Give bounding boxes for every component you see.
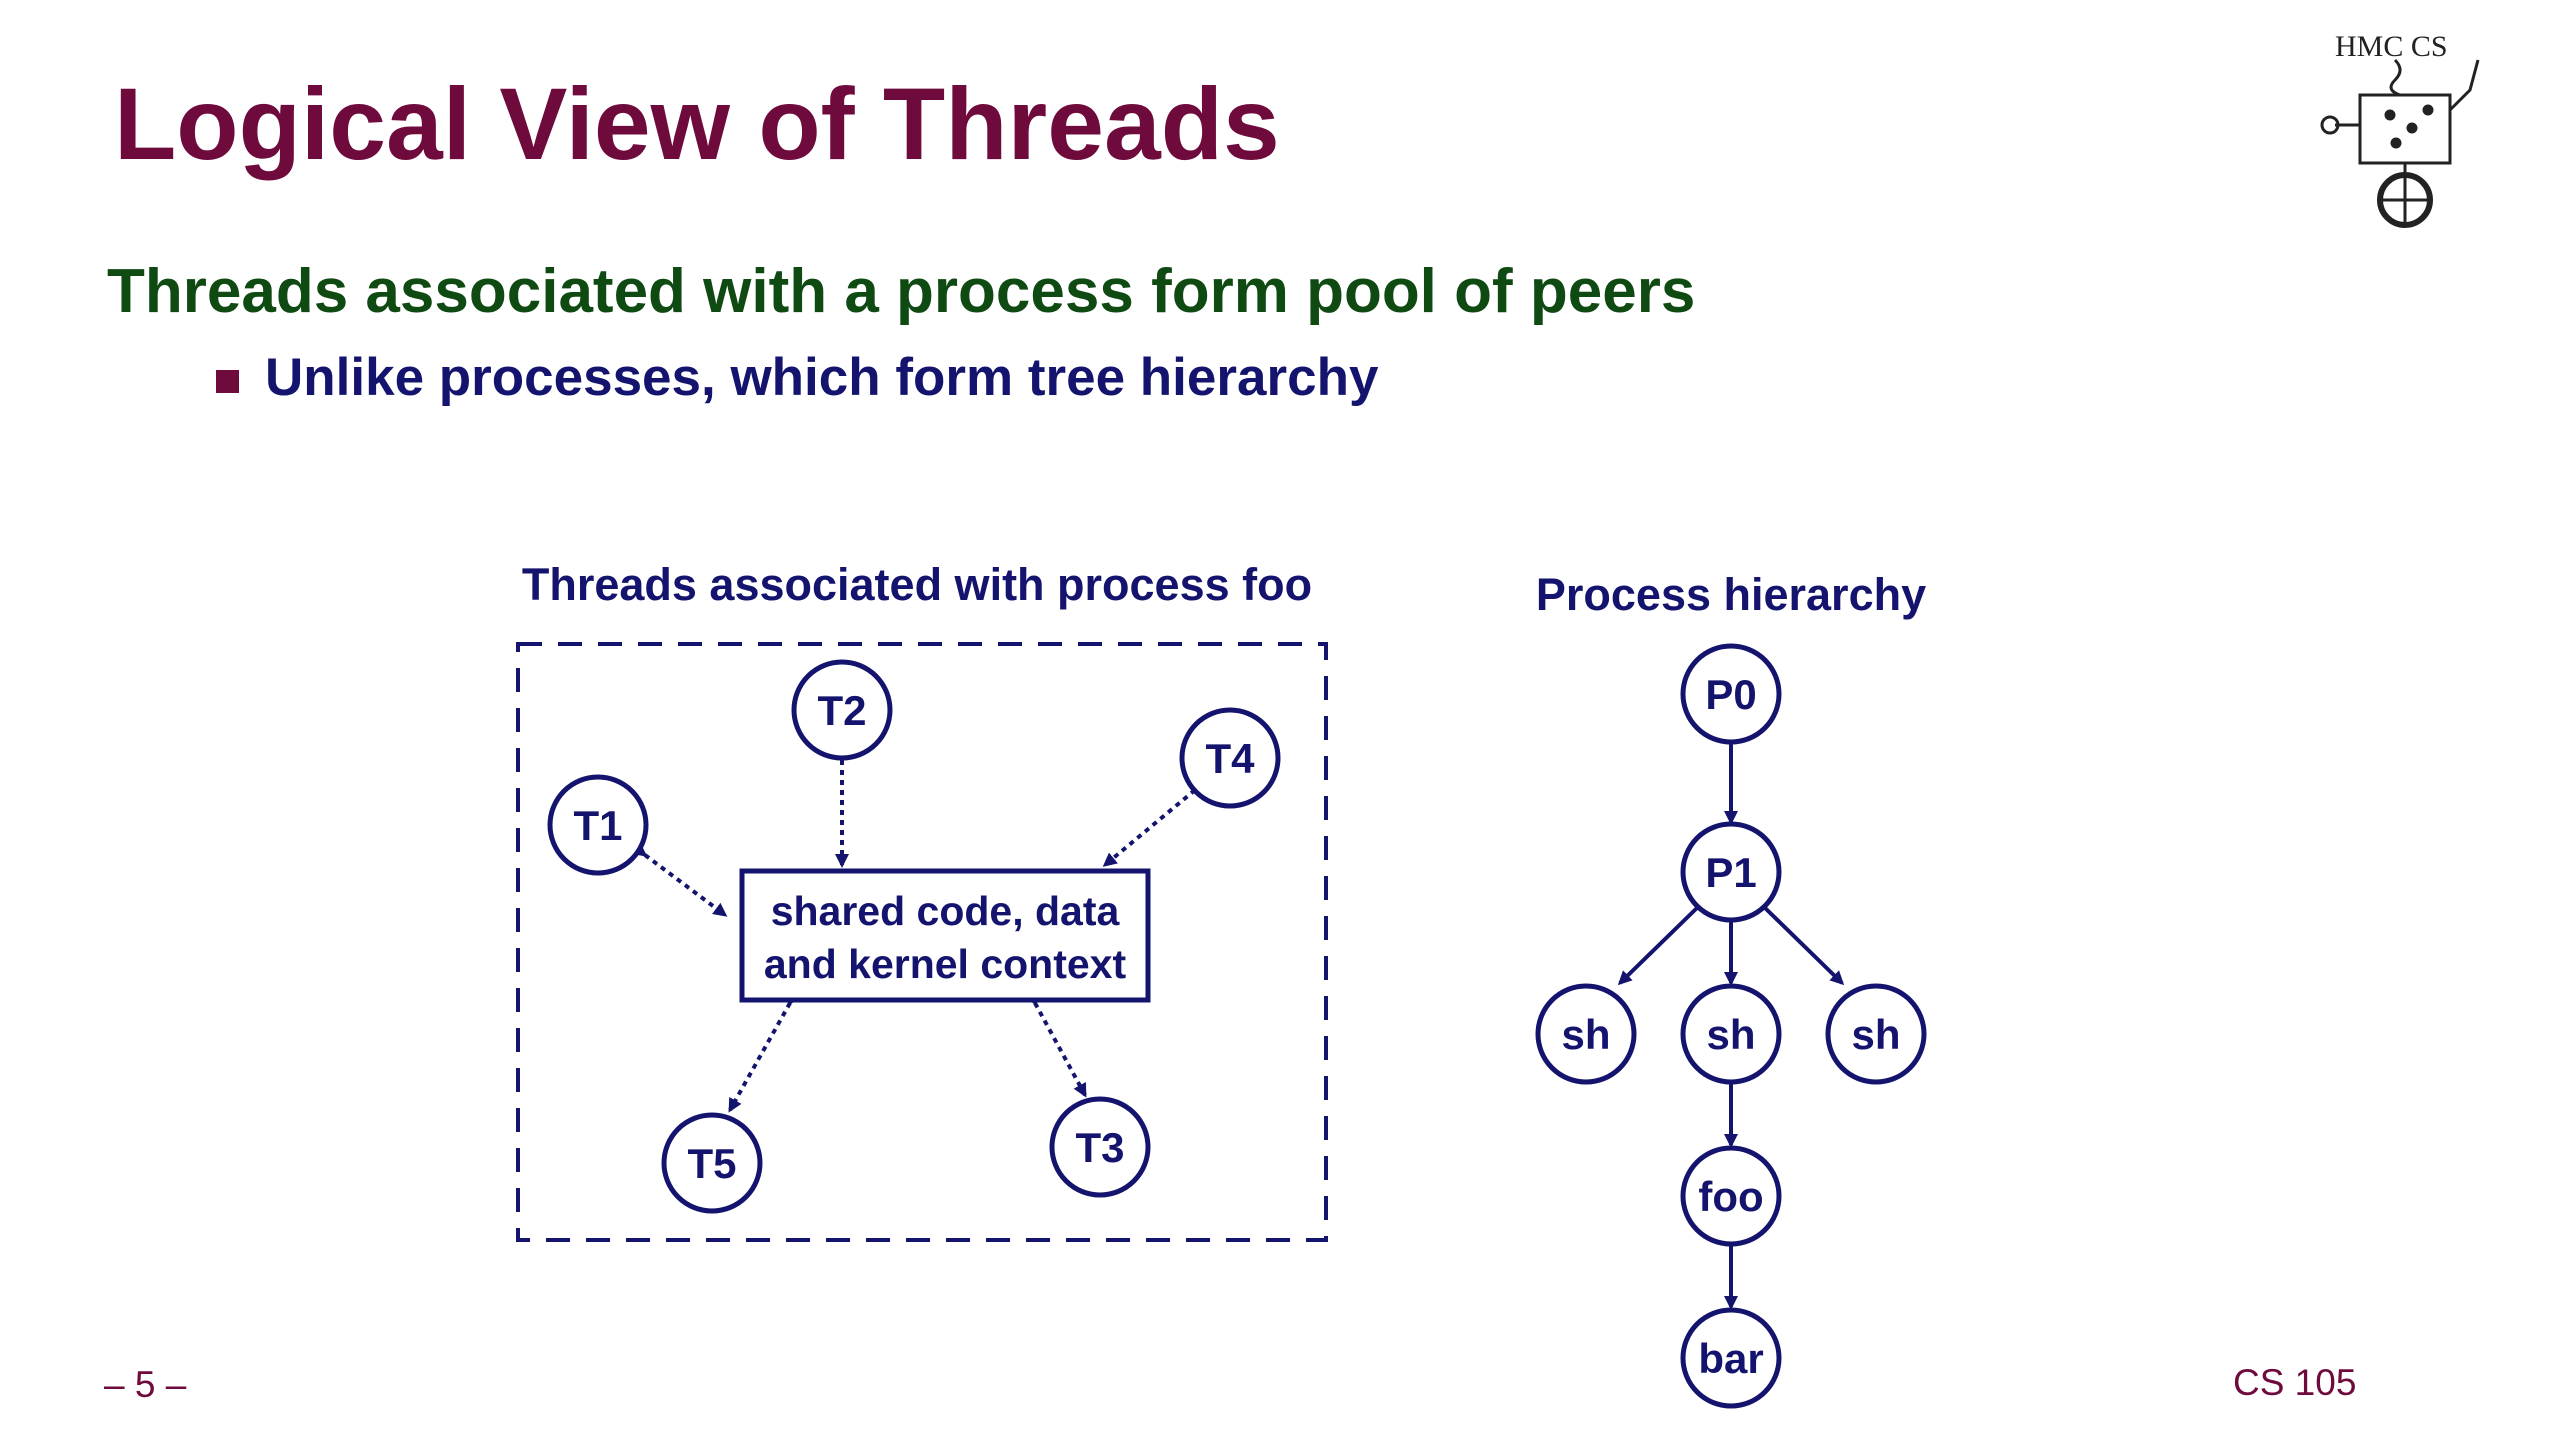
- thread-diagram-caption: Threads associated with process foo: [522, 559, 1312, 610]
- main-point: Threads associated with a process form p…: [107, 257, 1696, 326]
- process-node-p0: P0: [1680, 643, 1782, 745]
- thread-node-t1: T1: [547, 774, 649, 876]
- edge-p1-sh-right: [1760, 903, 1845, 986]
- svg-text:T1: T1: [573, 802, 622, 849]
- bullet-square-icon: [216, 370, 239, 393]
- shared-context-line1: shared code, data: [771, 888, 1121, 934]
- slide-title: Logical View of Threads: [114, 67, 1280, 181]
- svg-text:P0: P0: [1705, 671, 1756, 718]
- svg-text:T4: T4: [1205, 735, 1255, 782]
- shared-context-line2: and kernel context: [764, 941, 1127, 987]
- svg-text:bar: bar: [1698, 1335, 1763, 1382]
- edge-p1-sh-left: [1617, 903, 1702, 986]
- page-number: – 5 –: [104, 1364, 187, 1405]
- svg-text:sh: sh: [1851, 1011, 1900, 1058]
- shared-context-box: [739, 868, 1151, 1003]
- process-node-p1: P1: [1680, 821, 1782, 923]
- process-node-sh-right: sh: [1825, 983, 1927, 1085]
- svg-text:sh: sh: [1561, 1011, 1610, 1058]
- process-node-bar: bar: [1680, 1307, 1782, 1409]
- process-node-foo: foo: [1680, 1145, 1782, 1247]
- svg-text:T2: T2: [817, 687, 866, 734]
- course-label: CS 105: [2233, 1362, 2357, 1403]
- thread-node-t5: T5: [661, 1112, 763, 1214]
- t3-link: [1023, 989, 1087, 1098]
- svg-text:T3: T3: [1075, 1124, 1124, 1171]
- t5-link: [728, 989, 802, 1113]
- svg-text:sh: sh: [1706, 1011, 1755, 1058]
- sub-point: Unlike processes, which form tree hierar…: [265, 348, 1379, 407]
- thread-node-t2: T2: [791, 659, 893, 761]
- thread-node-t4: T4: [1179, 707, 1281, 809]
- svg-text:P1: P1: [1705, 849, 1756, 896]
- process-diagram-caption: Process hierarchy: [1536, 569, 1926, 620]
- process-foo-boundary: [516, 642, 1328, 1242]
- svg-text:T5: T5: [687, 1140, 736, 1187]
- t4-link: [1102, 777, 1208, 867]
- t1-link: [632, 842, 728, 917]
- process-node-sh-mid: sh: [1680, 983, 1782, 1085]
- svg-text:foo: foo: [1698, 1173, 1763, 1220]
- thread-node-t3: T3: [1049, 1096, 1151, 1198]
- process-node-sh-left: sh: [1535, 983, 1637, 1085]
